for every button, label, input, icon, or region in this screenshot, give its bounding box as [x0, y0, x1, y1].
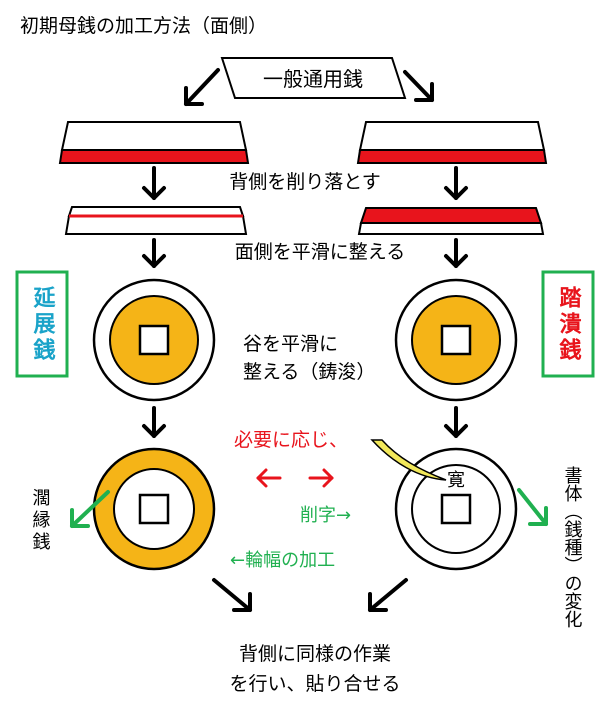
- step1-label: 背側を削り落とす: [229, 171, 380, 193]
- green-arrow-left: [70, 490, 110, 528]
- red-left-arrow: [256, 468, 282, 488]
- diagram-title: 初期母銭の加工方法（面側）: [20, 15, 267, 37]
- right-down-arrow-1: [444, 166, 468, 200]
- source-coin-box: [220, 57, 407, 99]
- step3-label-line2: 整える（鋳浚）: [243, 360, 375, 383]
- right-slab-step1: [356, 121, 548, 164]
- coin-left-smooth: [92, 278, 216, 402]
- left-type-box: [15, 270, 69, 378]
- converge-arrow-left: [212, 578, 252, 612]
- coin-right-smooth: [394, 278, 518, 402]
- left-type-label: 延展銭: [30, 286, 57, 364]
- split-arrow-right: [403, 70, 434, 102]
- green-arrow-right: [517, 488, 548, 526]
- coin-character: 寛: [447, 470, 465, 491]
- left-result-label: 濶縁銭: [30, 488, 51, 554]
- left-down-arrow-3: [142, 406, 166, 438]
- final-label-line2: を行い、貼り合せる: [229, 673, 400, 695]
- carving-label: 削字→: [300, 505, 351, 526]
- right-type-box: [541, 270, 595, 378]
- red-right-arrow: [308, 468, 334, 488]
- left-slab-step2: [64, 206, 248, 235]
- right-type-label: 踏潰銭: [556, 286, 583, 364]
- right-down-arrow-3: [444, 406, 468, 438]
- source-coin-label: 一般通用銭: [263, 67, 363, 91]
- left-slab-step1: [58, 121, 250, 164]
- step2-label: 面側を平滑に整える: [235, 241, 405, 263]
- final-label-line1: 背側に同様の作業: [239, 643, 391, 665]
- optional-label: 必要に応じ、: [234, 429, 348, 451]
- coin-right-carved: [394, 447, 518, 571]
- left-down-arrow-2: [142, 238, 166, 268]
- step3-label-line1: 谷を平滑に: [243, 333, 338, 355]
- coin-left-wide-rim: [92, 447, 216, 571]
- engraving-tool-icon: [370, 439, 447, 481]
- right-result-label: 書体（銭種）の変化: [562, 466, 583, 628]
- split-arrow-left: [184, 68, 220, 106]
- right-slab-step2: [357, 207, 545, 235]
- converge-arrow-right: [368, 578, 408, 612]
- right-down-arrow-2: [444, 238, 468, 268]
- rim-label: ←輪幅の加工: [230, 550, 335, 571]
- left-down-arrow-1: [142, 166, 166, 200]
